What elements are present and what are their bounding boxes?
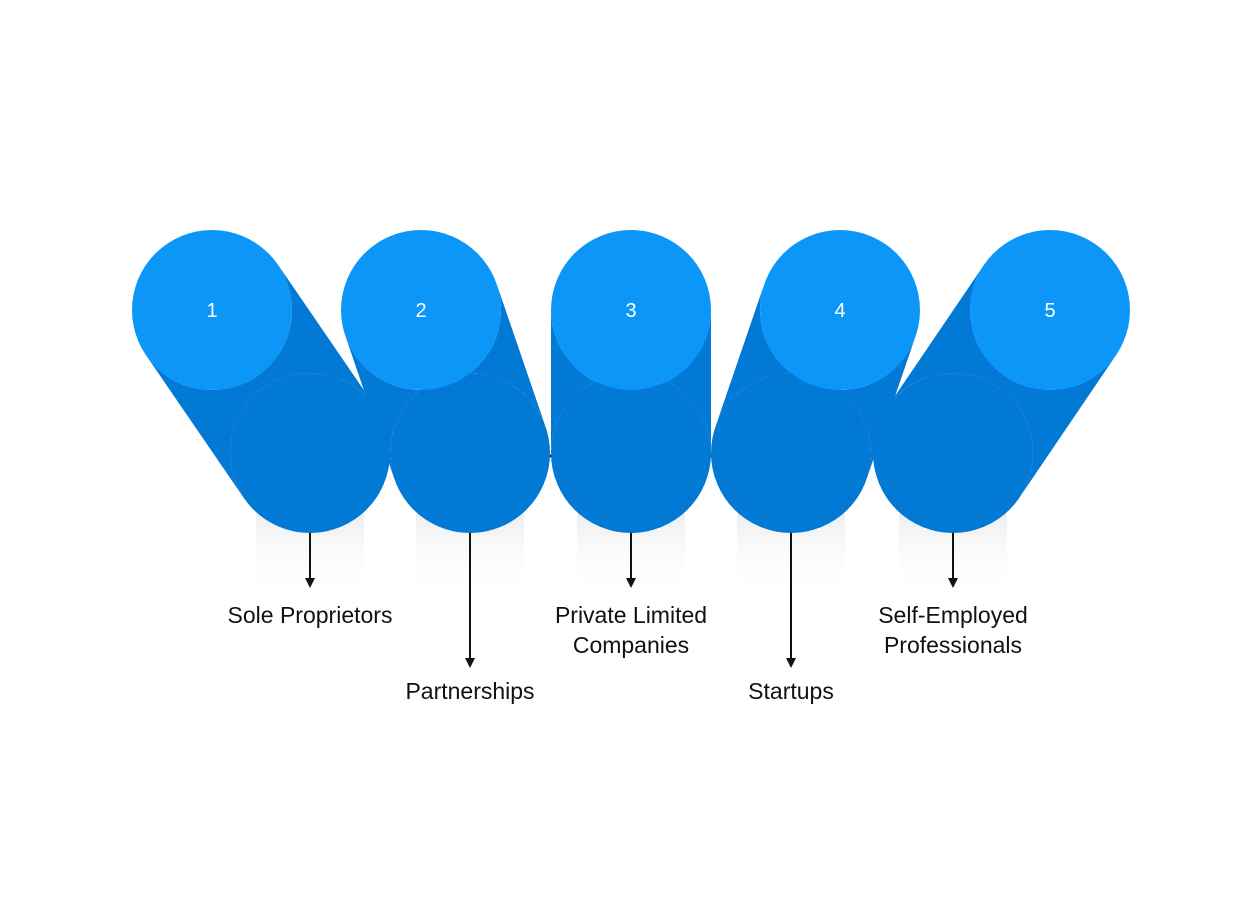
step-label-line: Private Limited <box>554 602 708 628</box>
cylinder-bottom <box>551 373 711 533</box>
cylinder-cap <box>132 230 292 390</box>
cylinder-cap <box>341 230 501 390</box>
cylinder-body <box>886 265 1117 498</box>
step-label-line: Partnerships <box>405 678 535 704</box>
arrow-head-icon <box>626 578 636 588</box>
step-label: Partnerships <box>405 676 534 706</box>
step-number: 3 <box>625 300 636 322</box>
step-label: Sole Proprietors <box>228 600 393 630</box>
step-number: 5 <box>1044 300 1055 322</box>
step-number: 4 <box>834 300 845 322</box>
step-label-line: Self-Employed <box>878 602 1028 628</box>
cylinder-body <box>146 264 376 499</box>
arrow-head-icon <box>465 658 475 668</box>
cylinder-cap <box>551 230 711 390</box>
step-label: Startups <box>748 676 834 706</box>
step-label-line: Sole Proprietors <box>227 602 393 628</box>
cylinder-bottom <box>873 373 1033 533</box>
cylinder-bottom <box>230 373 390 533</box>
step-number: 2 <box>415 300 426 322</box>
step-number: 1 <box>206 300 217 322</box>
step-label-line: Professionals <box>883 632 1023 658</box>
arrow-head-icon <box>786 658 796 668</box>
cylinder-bottom <box>711 373 871 533</box>
step-label-line: Companies <box>572 632 690 658</box>
arrow-head-icon <box>305 578 315 588</box>
cylinder-cap <box>760 230 920 390</box>
cylinder-cap <box>970 230 1130 390</box>
step-label-line: Startups <box>748 678 834 704</box>
cylinder-bottom <box>390 373 550 533</box>
arrow-head-icon <box>948 578 958 588</box>
